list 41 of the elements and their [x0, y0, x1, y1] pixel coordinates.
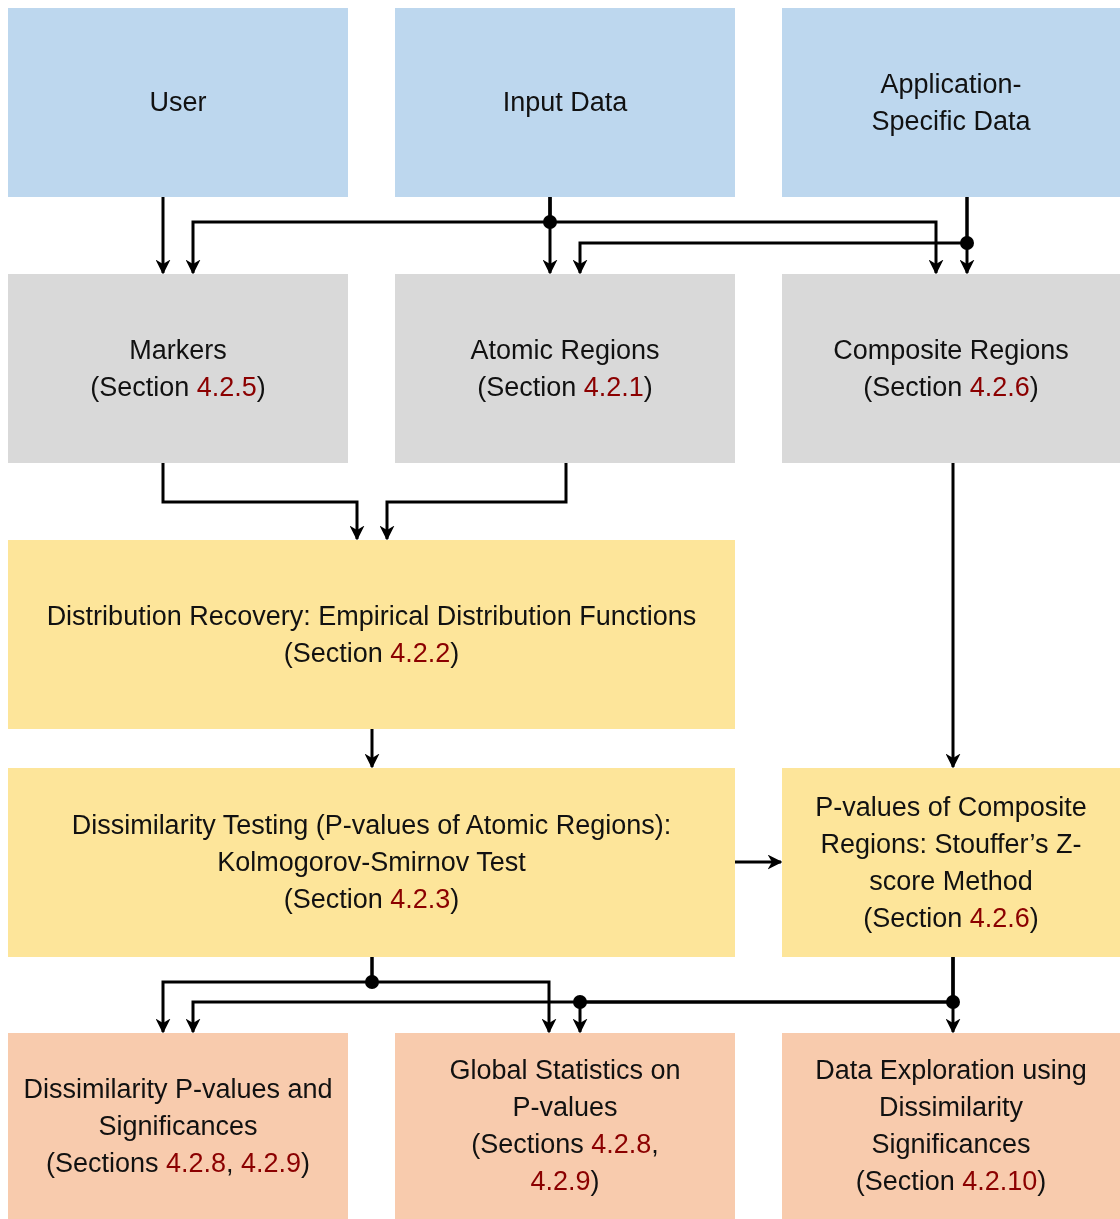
process-box: [782, 8, 1120, 197]
section-reference: (Sections 4.2.8, 4.2.9): [470, 1128, 660, 1198]
arrow: [155, 197, 171, 275]
section-reference: (Section 4.2.10): [855, 1165, 1047, 1198]
arrow: [161, 463, 365, 541]
arrow: [370, 957, 557, 1034]
box-title: Global Statistics on P-values: [448, 1054, 682, 1124]
section-reference: (Section 4.2.3): [283, 883, 460, 916]
box-title: Distribution Recovery: Empirical Distribution Functions: [46, 599, 697, 633]
box-title: Application-Specific Data: [870, 67, 1032, 138]
box-title: Composite Regions: [833, 333, 1069, 367]
process-box: [8, 1033, 348, 1219]
box-title: Data Exploration using Dissimilarity Significances: [814, 1054, 1088, 1161]
arrow: [945, 463, 961, 769]
arrow: [364, 729, 380, 769]
section-reference: (Section 4.2.2): [283, 636, 460, 670]
process-box: [782, 768, 1120, 957]
arrow: [735, 854, 783, 870]
section-reference: (Section 4.2.6): [863, 370, 1039, 404]
section-reference: (Section 4.2.6): [863, 901, 1039, 935]
section-reference: (Section 4.2.1): [477, 370, 653, 404]
section-reference: (Section 4.2.5): [90, 370, 266, 404]
arrow: [379, 463, 568, 541]
box-title: Atomic Regions: [470, 333, 660, 367]
box-title: P-values of Composite Regions: Stouffer’s Z-score Method: [814, 790, 1088, 898]
process-box: [782, 1033, 1120, 1219]
process-box: [8, 768, 735, 957]
section-reference: (Sections 4.2.8, 4.2.9): [45, 1146, 311, 1180]
process-box: [782, 274, 1120, 463]
process-box: [8, 8, 348, 197]
arrow: [185, 957, 955, 1034]
process-box: [8, 274, 348, 463]
box-title: Input Data: [502, 86, 628, 119]
process-box: [8, 540, 735, 729]
process-box: [395, 1033, 735, 1219]
box-title: Dissimilarity P-values and Significances: [22, 1072, 334, 1143]
box-title: Markers: [129, 333, 227, 367]
box-title: User: [149, 86, 207, 119]
process-box: [395, 8, 735, 197]
process-box: [395, 274, 735, 463]
box-title: Dissimilarity Testing (P-values of Atomic Regions): Kolmogorov-Smirnov Test: [70, 809, 673, 879]
